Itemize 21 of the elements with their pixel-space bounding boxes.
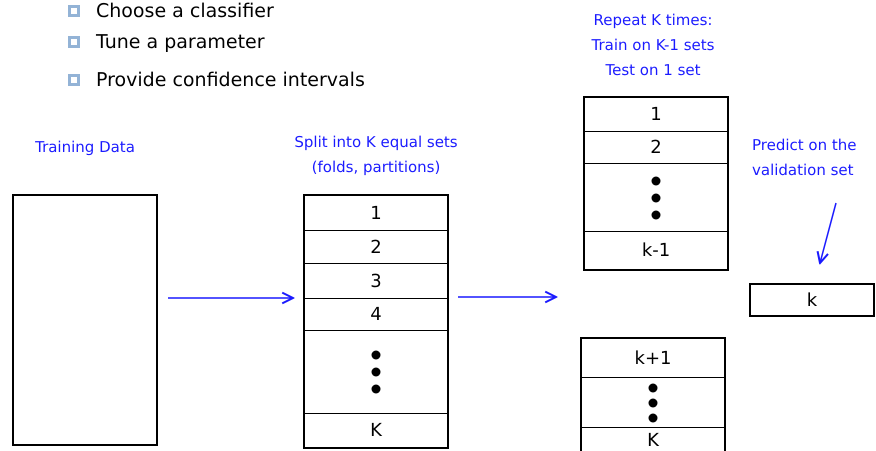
bullet-text: Provide confidence intervals bbox=[96, 69, 365, 91]
fold-cell: 1 bbox=[305, 196, 447, 230]
fold-cell: k+1 bbox=[582, 339, 724, 377]
fold-cell: 4 bbox=[305, 298, 447, 330]
arrow bbox=[168, 292, 294, 304]
bullet-text: Tune a parameter bbox=[96, 31, 265, 53]
section-heading: Training Data bbox=[34, 137, 136, 158]
annotation-text: Predict on the validation set bbox=[752, 133, 876, 183]
arrow bbox=[458, 290, 558, 304]
bullet-text: Choose a classifier bbox=[96, 0, 274, 22]
fold-cell: 2 bbox=[305, 230, 447, 263]
section-heading: Split into K equal sets (folds, partitions) bbox=[293, 132, 459, 178]
fold-cell: K bbox=[305, 413, 447, 447]
fold-cell: K bbox=[582, 427, 724, 451]
arrow bbox=[816, 202, 837, 264]
fold-cell: 1 bbox=[585, 98, 727, 131]
fold-cell: 3 bbox=[305, 263, 447, 298]
fold-cell: 2 bbox=[585, 131, 727, 163]
section-heading: Repeat K times: Train on K-1 sets Test on 1 set bbox=[590, 10, 716, 81]
fold-box: k bbox=[749, 283, 875, 317]
fold-cell: k-1 bbox=[585, 231, 727, 269]
